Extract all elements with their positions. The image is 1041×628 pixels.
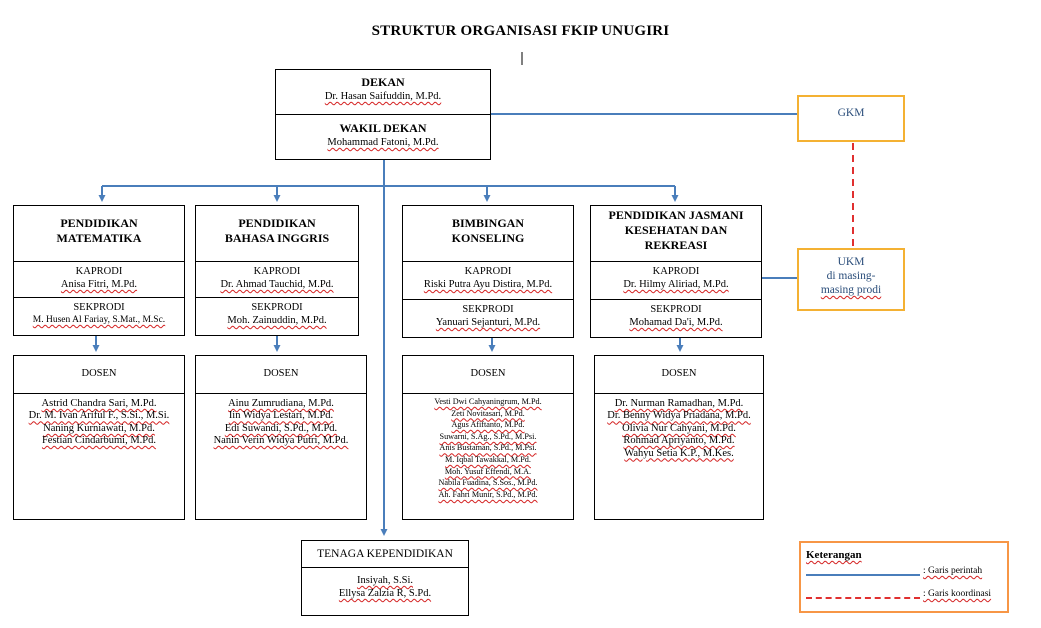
legend-box: Keterangan : Garis perintah : Garis koor… bbox=[799, 541, 1009, 613]
list-item: Ah. Fahri Munir, S.Pd., M.Pd. bbox=[438, 489, 538, 499]
list-item: Vesti Dwi Cahyaningrum, M.Pd. bbox=[434, 397, 542, 406]
kaprodi-name: Dr. Ahmad Tauchid, M.Pd. bbox=[220, 279, 334, 290]
ukm-line3: masing prodi bbox=[820, 284, 882, 296]
list-item: Agus Afiftanto, M.Pd. bbox=[451, 420, 525, 430]
dosen-matematika: DOSEN Astrid Chandra Sari, M.Pd. Dr. M. … bbox=[13, 355, 185, 520]
dosen-list: Ainu Zumrudiana, M.Pd. Iin Widya Lestari… bbox=[196, 398, 366, 448]
dosen-label: DOSEN bbox=[470, 368, 506, 379]
ukm-box: UKM di masing- masing prodi bbox=[797, 248, 905, 311]
sekprodi-name: Mohamad Da'i, M.Pd. bbox=[629, 317, 723, 328]
tendik-list: Insiyah, S.Si. Ellysa Zalzia R, S.Pd. bbox=[302, 574, 468, 600]
wakil-dekan-title: WAKIL DEKAN bbox=[339, 121, 427, 135]
kaprodi-label: KAPRODI bbox=[652, 266, 700, 277]
sekprodi-label: SEKPRODI bbox=[73, 302, 125, 313]
dekan-title: DEKAN bbox=[361, 75, 405, 89]
list-item: Ellysa Zalzia R, S.Pd. bbox=[338, 588, 432, 599]
sekprodi-name: Moh. Zainuddin, M.Pd. bbox=[227, 315, 327, 326]
list-item: Dr. Benny Widya Priadana, M.Pd. bbox=[607, 410, 751, 422]
kaprodi-name: Anisa Fitri, M.Pd. bbox=[60, 279, 138, 290]
list-item: Astrid Chandra Sari, M.Pd. bbox=[41, 398, 157, 409]
kaprodi-label: KAPRODI bbox=[464, 266, 512, 277]
list-item: Zeti Novitasari, M.Pd. bbox=[451, 408, 525, 418]
sekprodi-label: SEKPRODI bbox=[251, 302, 303, 313]
kaprodi-label: KAPRODI bbox=[75, 266, 123, 277]
page-title: STRUKTUR ORGANISASI FKIP UNUGIRI bbox=[371, 23, 670, 39]
dosen-label: DOSEN bbox=[81, 368, 117, 379]
list-item: Iin Widya Lestari, M.Pd. bbox=[228, 410, 334, 422]
dekan-name: Dr. Hasan Saifuddin, M.Pd. bbox=[324, 91, 442, 102]
tenaga-kependidikan-box: TENAGA KEPENDIDIKAN Insiyah, S.Si. Ellys… bbox=[301, 540, 469, 616]
sekprodi-label: SEKPRODI bbox=[462, 304, 514, 315]
wakil-dekan-box: WAKIL DEKAN Mohammad Fatoni, M.Pd. bbox=[275, 114, 491, 160]
kaprodi-label: KAPRODI bbox=[253, 266, 301, 277]
list-item: Dr. Nurman Ramadhan, M.Pd. bbox=[614, 398, 744, 409]
list-item: Edi Suwandi, S.Pd., M.Pd. bbox=[224, 422, 338, 434]
dosen-label: DOSEN bbox=[263, 368, 299, 379]
legend-title: Keterangan bbox=[806, 549, 862, 561]
list-item: Dr. M. Ivan Ariful F., S.Si., M.Si. bbox=[28, 410, 170, 422]
sekprodi-name: M. Husen Al Fariay, S.Mat., M.Sc. bbox=[32, 315, 166, 325]
list-item: M. Iqbal Tawakkal, M.Pd. bbox=[445, 454, 531, 464]
sekprodi-name: Yanuari Sejanturi, M.Pd. bbox=[435, 317, 541, 328]
dosen-label: DOSEN bbox=[661, 368, 697, 379]
sekprodi-label: SEKPRODI bbox=[650, 304, 702, 315]
list-item: Festian Cindarbumi, M.Pd. bbox=[41, 435, 157, 447]
ukm-line1: UKM bbox=[837, 256, 865, 268]
list-item: Ainu Zumrudiana, M.Pd. bbox=[228, 398, 334, 409]
tendik-title: TENAGA KEPENDIDIKAN bbox=[317, 548, 453, 560]
list-item: Insiyah, S.Si. bbox=[356, 575, 413, 586]
list-item: Rohmad Apriyanto, M.Pd. bbox=[623, 435, 735, 447]
dosen-list: Astrid Chandra Sari, M.Pd. Dr. M. Ivan A… bbox=[14, 398, 184, 448]
coordination-line-sample bbox=[806, 597, 920, 599]
list-item: Suwarni, S.Ag., S.Pd., M.Psi. bbox=[439, 431, 537, 441]
list-item: Olivia Nur Cahyani, M.Pd. bbox=[622, 422, 736, 434]
command-line-sample bbox=[806, 574, 920, 576]
dekan-box: DEKAN Dr. Hasan Saifuddin, M.Pd. bbox=[275, 69, 491, 115]
list-item: Anis Bustaman, S.Pd., M.Psi. bbox=[439, 443, 537, 453]
legend-coordination-label: : Garis koordinasi bbox=[923, 589, 992, 599]
list-item: Moh. Yusuf Effendi, M.A. bbox=[444, 466, 532, 476]
kaprodi-name: Dr. Hilmy Aliriad, M.Pd. bbox=[623, 279, 729, 290]
dosen-bahasa-inggris: DOSEN Ainu Zumrudiana, M.Pd. Iin Widya L… bbox=[195, 355, 367, 520]
legend-command-label: : Garis perintah bbox=[923, 566, 983, 576]
wakil-dekan-name: Mohammad Fatoni, M.Pd. bbox=[327, 137, 439, 148]
dosen-list: Vesti Dwi Cahyaningrum, M.Pd. Zeti Novit… bbox=[403, 396, 573, 500]
list-item: Nabila Fuadina, S.Sos., M.Pd. bbox=[438, 478, 538, 488]
ukm-line2: di masing- bbox=[826, 270, 876, 282]
dosen-bimbingan-konseling: DOSEN Vesti Dwi Cahyaningrum, M.Pd. Zeti… bbox=[402, 355, 574, 520]
kaprodi-name: Riski Putra Ayu Distira, M.Pd. bbox=[423, 279, 553, 290]
dosen-pjkr: DOSEN Dr. Nurman Ramadhan, M.Pd. Dr. Ben… bbox=[594, 355, 764, 520]
list-item: Wahyu Setia K.P., M.Kes. bbox=[624, 447, 734, 459]
list-item: Nanin Verin Widya Putri, M.Pd. bbox=[213, 435, 349, 447]
list-item: Naning Kurniawati, M.Pd. bbox=[43, 422, 155, 434]
gkm-box: GKM bbox=[797, 95, 905, 142]
dosen-list: Dr. Nurman Ramadhan, M.Pd. Dr. Benny Wid… bbox=[595, 398, 763, 460]
